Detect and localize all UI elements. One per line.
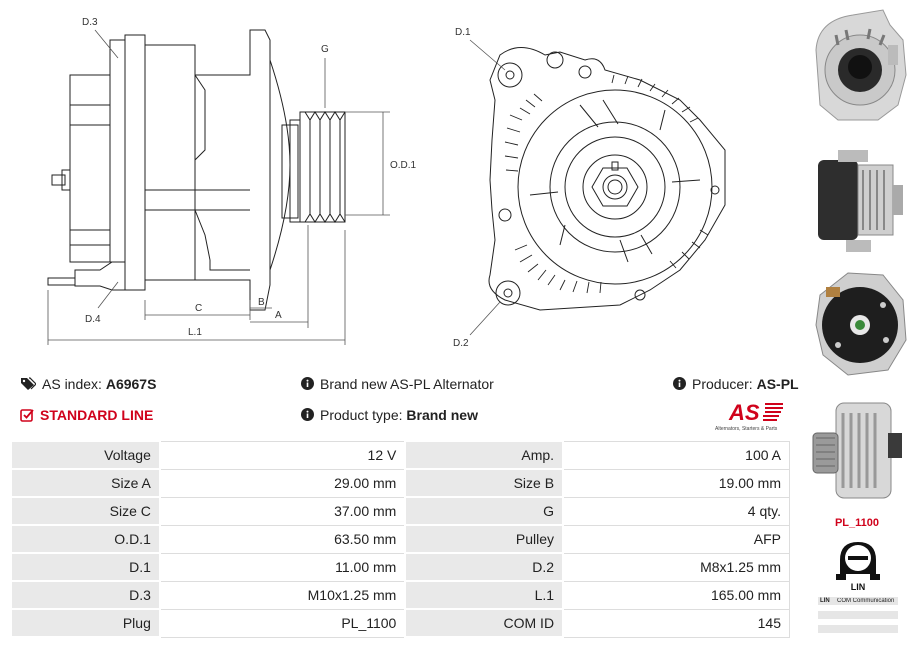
label-od1: O.D.1 <box>390 160 417 171</box>
spec-key: COM ID <box>404 608 565 638</box>
spec-key: Size C <box>10 496 161 526</box>
label-d2: D.2 <box>453 338 469 349</box>
producer-value: AS-PL <box>756 376 799 392</box>
spec-value: 145 <box>562 608 791 638</box>
lin-row <box>818 611 898 619</box>
label-d4: D.4 <box>85 314 101 325</box>
as-index: AS index: A6967S <box>20 376 156 394</box>
spec-key: D.2 <box>404 552 565 582</box>
lin-code: LIN <box>820 598 830 604</box>
spec-value: PL_1100 <box>159 608 406 638</box>
lin-table: LIN COM Communication <box>818 597 898 639</box>
spec-key: Voltage <box>10 440 161 470</box>
plug-type-label: LIN <box>851 582 866 592</box>
spec-value: 11.00 mm <box>159 552 406 582</box>
spec-value: 165.00 mm <box>562 580 791 610</box>
svg-text:AS: AS <box>728 400 760 425</box>
brand-new-info: Brand new AS-PL Alternator <box>301 376 494 393</box>
spec-key: D.3 <box>10 580 161 610</box>
lin-desc: COM Communication <box>837 598 895 604</box>
spec-value: 63.50 mm <box>159 524 406 554</box>
spec-value: 29.00 mm <box>159 468 406 498</box>
svg-text:Alternators, Starters & Parts: Alternators, Starters & Parts <box>715 426 778 432</box>
info-icon <box>301 408 314 424</box>
spec-key: Pulley <box>404 524 565 554</box>
info-icon <box>673 377 686 393</box>
label-a: A <box>275 310 282 321</box>
spec-value: M10x1.25 mm <box>159 580 406 610</box>
lin-row: LIN COM Communication <box>818 597 898 605</box>
spec-key: Amp. <box>404 440 565 470</box>
spec-key: O.D.1 <box>10 524 161 554</box>
label-c: C <box>195 303 202 314</box>
spec-value: 19.00 mm <box>562 468 791 498</box>
checkbox-icon <box>20 408 34 425</box>
label-l1: L.1 <box>188 327 202 338</box>
label-g: G <box>321 44 329 55</box>
plug-code-label: PL_1100 <box>834 517 880 529</box>
brand-new-text: Brand new AS-PL Alternator <box>320 376 494 392</box>
producer-label: Producer: <box>692 376 753 392</box>
product-type-value: Brand new <box>406 407 478 423</box>
as-pl-logo: AS Alternators, Starters & Parts <box>715 400 791 432</box>
producer: Producer: AS-PL <box>673 376 799 393</box>
lin-row <box>818 625 898 633</box>
standard-line-text: STANDARD LINE <box>40 407 154 423</box>
plug-connector-icon: LIN <box>832 538 884 592</box>
as-index-label: AS index: <box>42 376 102 392</box>
tags-icon <box>20 377 37 394</box>
as-index-value: A6967S <box>105 376 157 392</box>
info-icon <box>301 377 314 393</box>
spec-key: Size B <box>404 468 565 498</box>
label-d1: D.1 <box>455 27 471 38</box>
product-photo-front[interactable] <box>808 5 908 125</box>
spec-value: AFP <box>562 524 791 554</box>
product-photo-angle[interactable] <box>808 393 908 508</box>
spec-key: Size A <box>10 468 161 498</box>
standard-line-badge: STANDARD LINE <box>20 407 153 425</box>
label-d3: D.3 <box>82 17 98 28</box>
product-photo-rear[interactable] <box>808 265 908 380</box>
spec-key: G <box>404 496 565 526</box>
product-photo-side[interactable] <box>808 145 908 260</box>
spec-value: 4 qty. <box>562 496 791 526</box>
spec-key: L.1 <box>404 580 565 610</box>
spec-value: 37.00 mm <box>159 496 406 526</box>
label-b: B <box>258 297 265 308</box>
alternator-side-body <box>69 29 271 311</box>
technical-drawing: D.3 G O.D.1 D.4 C B A L.1 <box>47 17 726 349</box>
product-type: Product type: Brand new <box>301 407 478 424</box>
spec-value: 100 A <box>562 440 791 470</box>
product-type-label: Product type: <box>320 407 403 423</box>
spec-key: D.1 <box>10 552 161 582</box>
spec-key: Plug <box>10 608 161 638</box>
spec-value: M8x1.25 mm <box>562 552 791 582</box>
alternator-front-view <box>488 47 726 311</box>
pulley-side <box>299 111 346 223</box>
spec-value: 12 V <box>159 440 406 470</box>
